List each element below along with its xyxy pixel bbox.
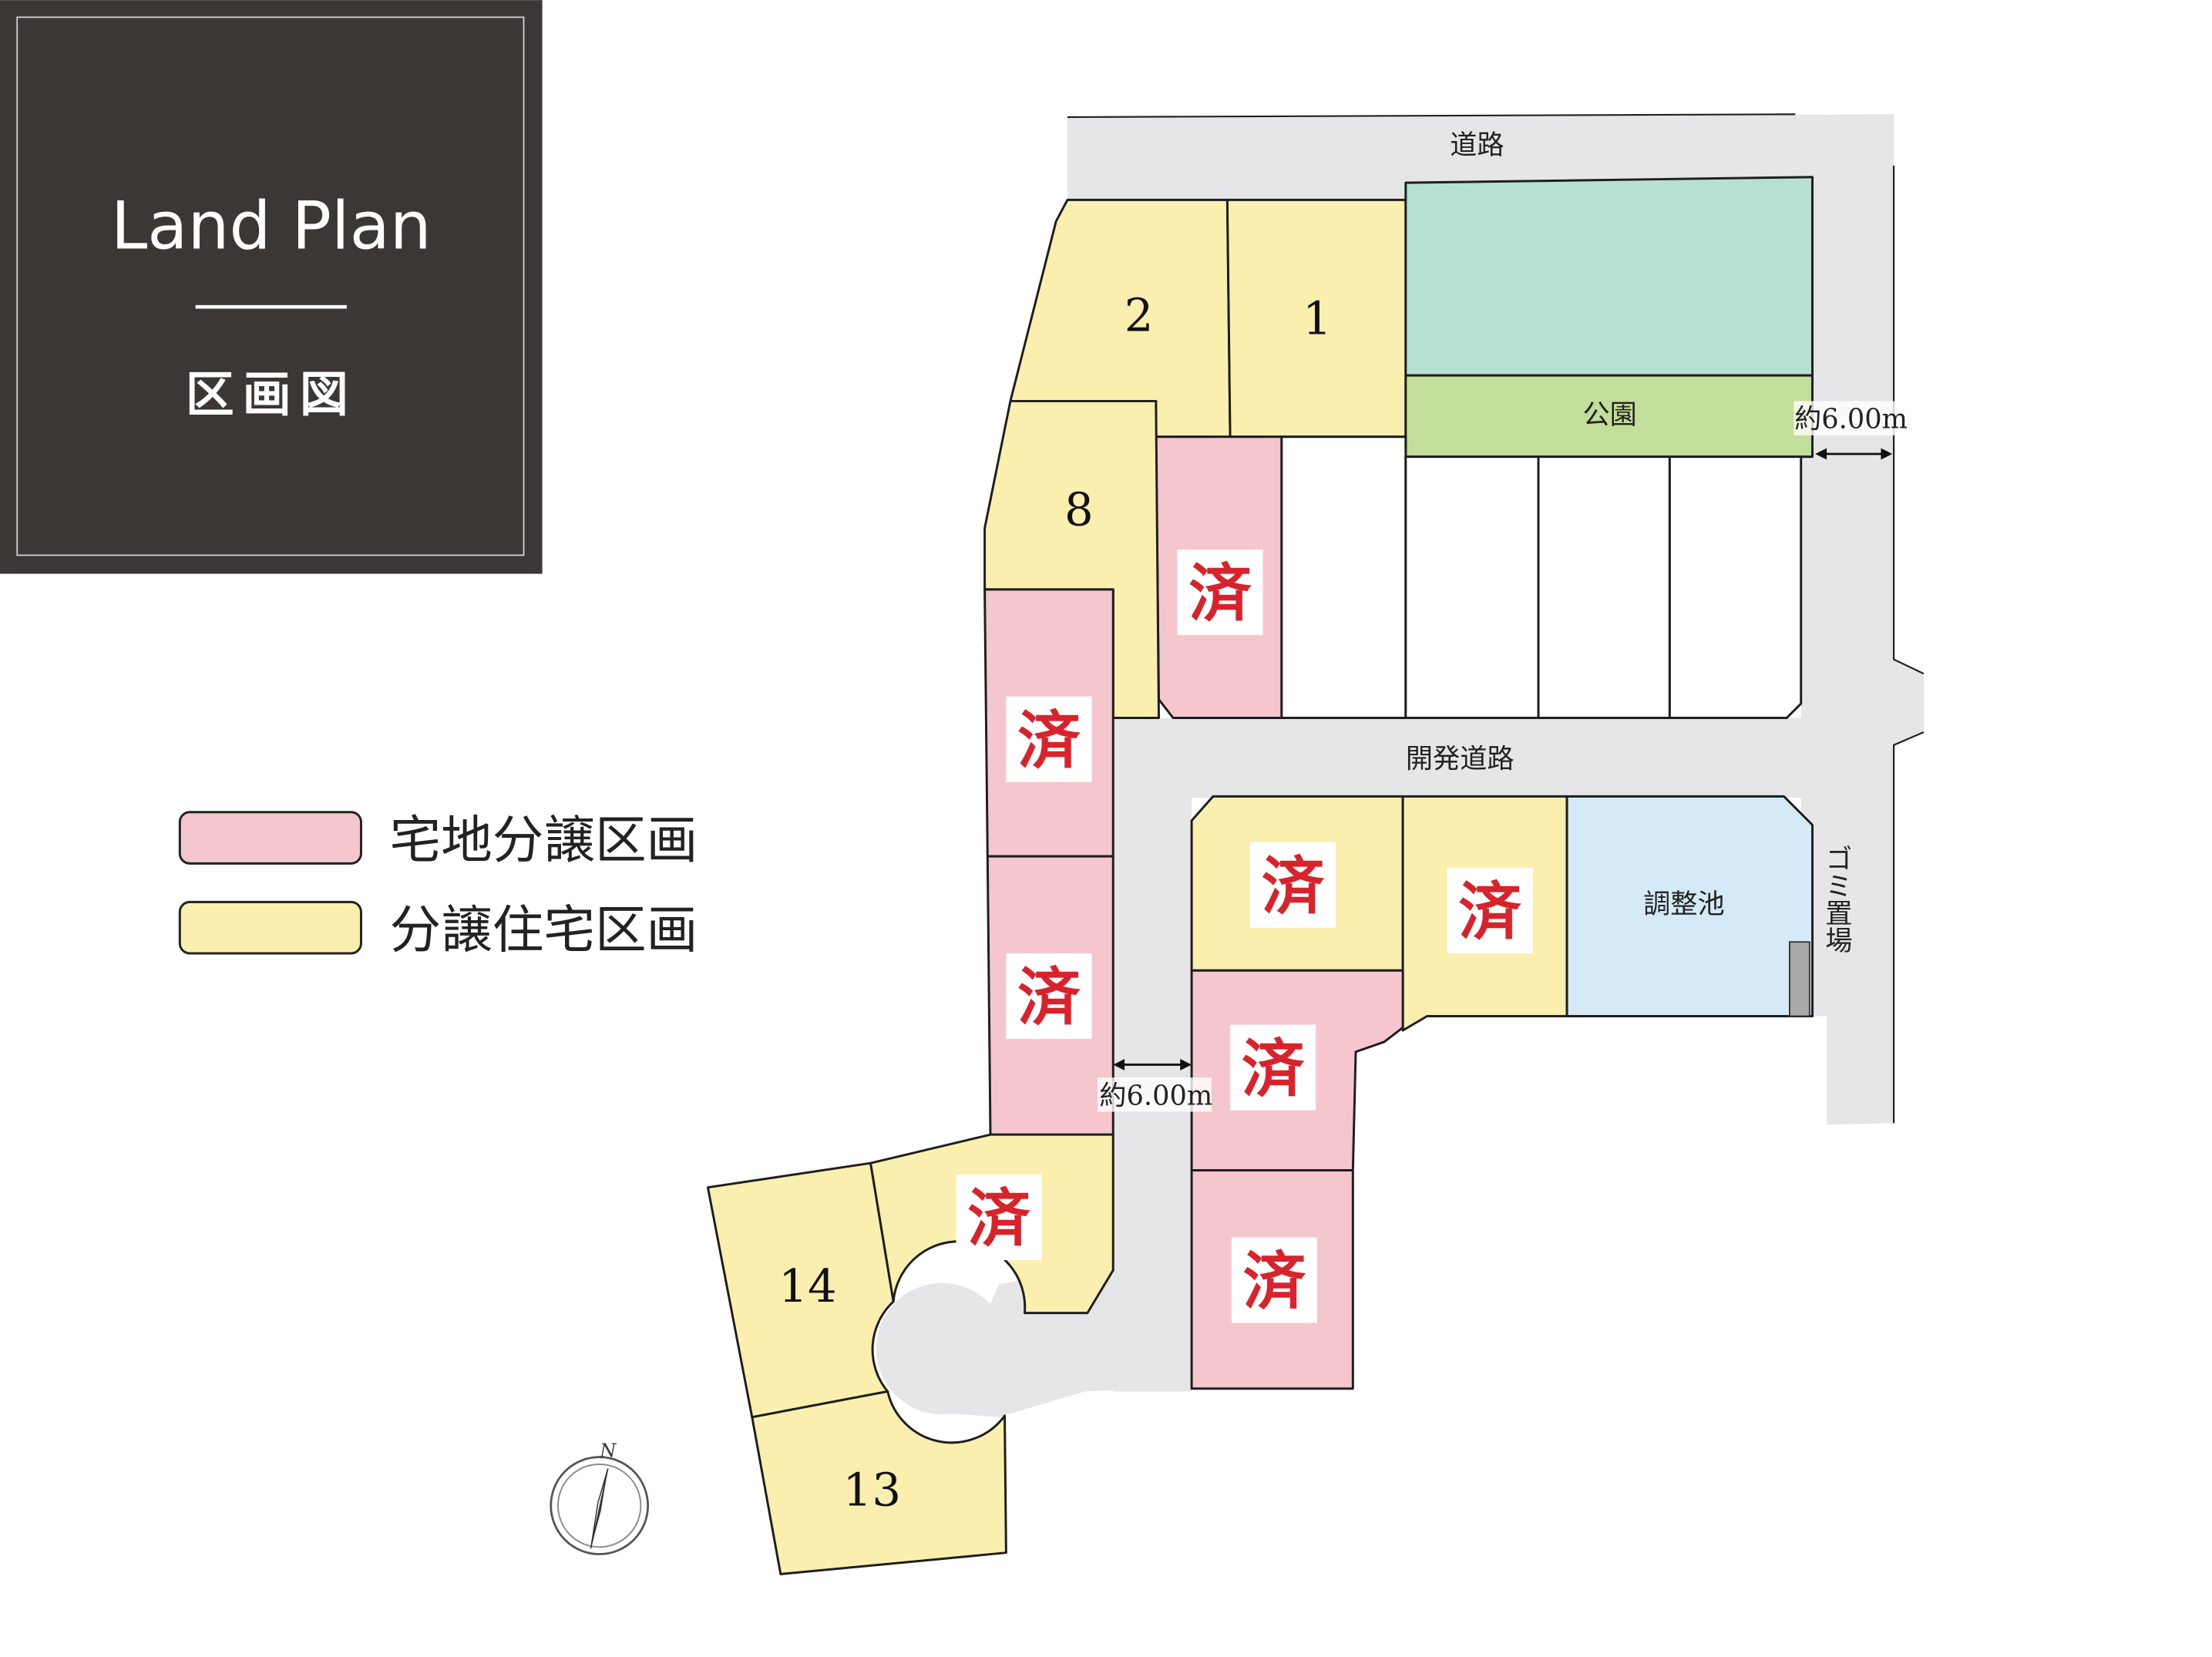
sold-badge: 済 <box>1250 842 1336 928</box>
sold-mark: 済 <box>967 1182 1030 1255</box>
road-edge-line <box>1892 165 1925 675</box>
sold-badges: 済 済 済 済 済 済 済 済 <box>956 550 1533 1323</box>
road-label: 道路 <box>1450 129 1504 161</box>
title-panel-border <box>16 16 525 556</box>
sold-badge: 済 <box>956 1175 1042 1261</box>
retention-pond <box>1565 795 1814 1017</box>
unsold-lot[interactable] <box>1280 435 1407 719</box>
lot-number: 2 <box>1124 289 1154 342</box>
sold-mark: 済 <box>1242 1033 1305 1106</box>
park[interactable] <box>1404 374 1814 459</box>
legend: 宅地分譲区画 分譲住宅区画 <box>178 810 698 960</box>
lot-number: 8 <box>1064 483 1094 536</box>
compass-icon: N <box>550 1440 650 1555</box>
sold-badge: 済 <box>1006 696 1092 782</box>
compass-north-label: N <box>599 1440 617 1462</box>
legend-swatch-pink <box>178 811 362 865</box>
sold-mark: 済 <box>1017 961 1081 1034</box>
garbage-label: ゴミ置場 <box>1821 845 1853 953</box>
title-text: Land Plan <box>111 188 432 264</box>
road-top-and-right <box>1067 114 1924 1125</box>
dimension-arrows <box>1113 448 1893 1070</box>
sold-mark: 済 <box>1262 850 1325 923</box>
park-label: 公園 <box>1582 399 1636 431</box>
lot-number: 13 <box>843 1464 901 1517</box>
dev-road-horizontal <box>1113 718 1827 798</box>
unsold-lot[interactable] <box>1668 455 1803 719</box>
unsold-lot[interactable] <box>1537 455 1671 719</box>
garbage-area <box>1788 941 1810 1017</box>
roads <box>876 113 1925 1417</box>
road-width-stem: 約6.00m <box>1099 1080 1212 1111</box>
legend-swatch-yellow <box>178 900 362 955</box>
sold-badge: 済 <box>1231 1237 1318 1323</box>
unsold-lot[interactable] <box>1404 455 1540 719</box>
title-panel-background <box>0 0 543 574</box>
legend-label: 宅地分譲区画 <box>389 810 698 870</box>
sold-badge: 済 <box>1447 867 1533 954</box>
subtitle-text: 区画図 <box>186 366 357 422</box>
legend-label: 分譲住宅区画 <box>389 900 698 960</box>
pond-label: 調整池 <box>1643 889 1725 920</box>
cul-de-sac-connector <box>942 1262 1192 1417</box>
road-width-right: 約6.00m <box>1794 404 1908 435</box>
sold-badge: 済 <box>1006 953 1092 1040</box>
lot-13[interactable] <box>751 1390 1007 1575</box>
title-panel: Land Plan 区画図 <box>0 0 543 574</box>
legend-item-residential-land: 宅地分譲区画 <box>178 810 698 870</box>
sold-badge: 済 <box>1177 550 1263 636</box>
cul-de-sac <box>876 1282 1008 1415</box>
lot-14[interactable] <box>706 1161 895 1419</box>
lot-numbers: 2 1 8 14 13 <box>778 289 1332 1517</box>
green-area <box>1404 176 1814 377</box>
lot-number: 1 <box>1303 291 1332 345</box>
legend-item-housing: 分譲住宅区画 <box>178 900 698 960</box>
lot-number: 14 <box>778 1259 836 1312</box>
lots <box>706 176 1814 1575</box>
map-labels: 道路 公園 開発道路 調整池 ゴミ置場 約6.00m 約6.00m <box>1097 129 1908 1112</box>
road-edge-line <box>1067 113 1796 119</box>
sold-badge: 済 <box>1230 1024 1316 1111</box>
sold-mark: 済 <box>1017 704 1081 778</box>
sold-mark: 済 <box>1188 557 1252 630</box>
sold-mark: 済 <box>1458 876 1521 949</box>
dev-road-label: 開発道路 <box>1406 743 1514 775</box>
sold-mark: 済 <box>1243 1245 1306 1319</box>
road-edge-line <box>1892 731 1925 1124</box>
